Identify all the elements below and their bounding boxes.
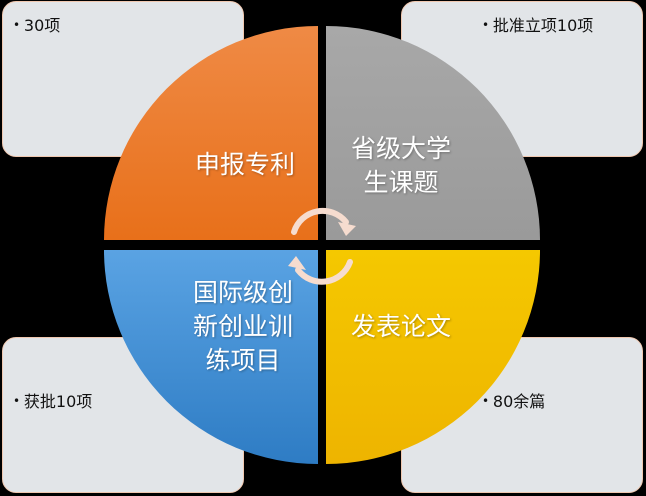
quadrant-bottom-right (326, 250, 540, 464)
quadrant-label-papers: 发表论文 (350, 312, 451, 341)
quadrant-top-left (104, 26, 318, 240)
note-text: 批准立项10项 (482, 12, 593, 36)
cycle-arrows-icon (291, 207, 353, 285)
quadrant-label-patents: 申报专利 (194, 150, 295, 179)
note-text: 30项 (13, 12, 60, 36)
quadrant-label-national-innovation: 国际级创新创业训练项目 (192, 278, 293, 375)
quadrant-top-right (326, 26, 540, 240)
arrow-heads (288, 222, 356, 270)
note-text: 获批10项 (13, 388, 92, 412)
quadrant-label-provincial-projects: 省级大学生课题 (350, 134, 451, 197)
note-text: 80余篇 (482, 388, 545, 412)
quadrant-bottom-left (104, 250, 318, 464)
